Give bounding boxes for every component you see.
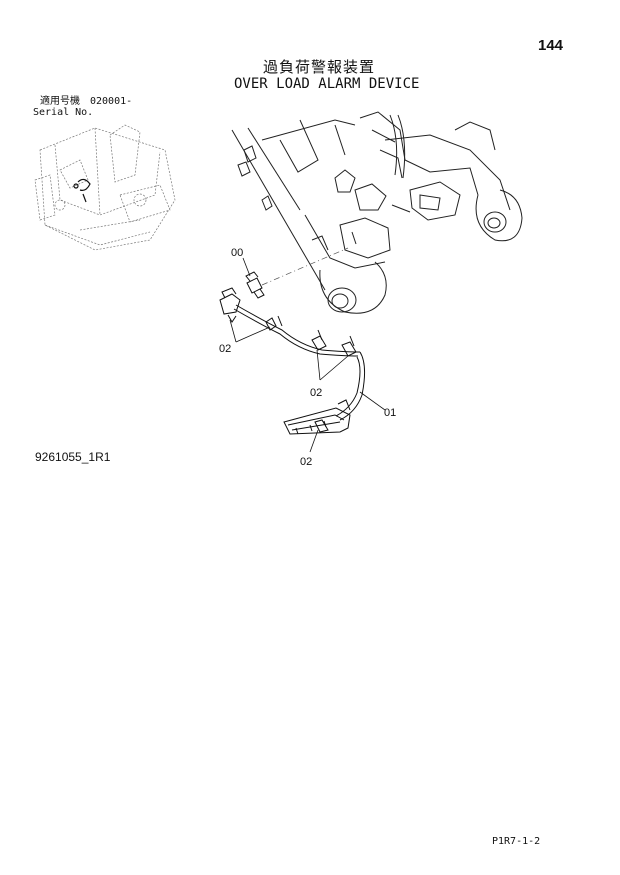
footer-code: P1R7-1-2 bbox=[492, 836, 541, 847]
applicability-serial-start: 020001- bbox=[90, 96, 133, 107]
callout-sensor: 00 bbox=[231, 247, 243, 259]
page-title-japanese: 過負荷警報装置 bbox=[263, 58, 376, 76]
callout-leaders bbox=[229, 257, 386, 453]
callout-clip-a: 02 bbox=[219, 343, 231, 355]
machine-locator-thumbnail bbox=[34, 124, 176, 251]
pressure-sensor-part bbox=[245, 271, 265, 299]
applicability-label-english: Serial No. bbox=[33, 107, 94, 118]
page-number: 144 bbox=[538, 37, 564, 54]
drawing-id: 9261055_1R1 bbox=[35, 450, 111, 464]
page-title-english: OVER LOAD ALARM DEVICE bbox=[234, 76, 420, 92]
wire-harness-part bbox=[219, 287, 366, 435]
applicability-label-japanese: 適用号機 bbox=[40, 96, 80, 107]
installation-leader-line bbox=[261, 247, 349, 286]
callout-clip-b: 02 bbox=[310, 387, 322, 399]
callout-harness: 01 bbox=[384, 407, 396, 419]
clip-parts bbox=[227, 314, 357, 433]
boom-structure bbox=[231, 111, 523, 314]
locator-highlight-mark bbox=[73, 178, 91, 203]
callout-clip-c: 02 bbox=[300, 456, 312, 468]
